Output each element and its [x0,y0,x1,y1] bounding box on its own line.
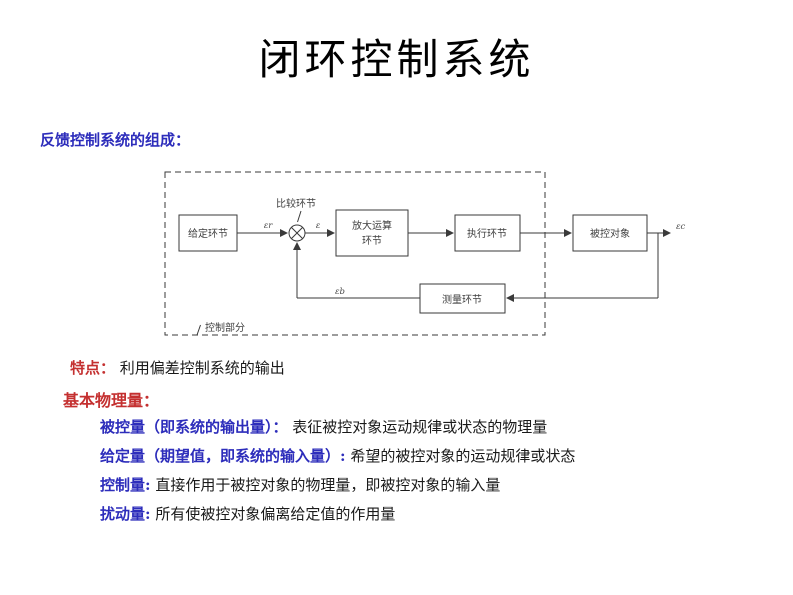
error-signal-label: ε [316,221,321,231]
feedback-control-block-diagram: 给定环节 比较环节 放大运算 环节 执行环节 被控对象 测量环节 控制部分 εr… [164,171,686,336]
quantity-item-disturbance: 扰动量: 所有使被控对象偏离给定值的作用量 [100,504,575,525]
diagram-blocks [178,209,648,314]
feedback-signal-label: εb [335,287,345,297]
control-part-dashed-boundary [164,171,546,336]
feature-text: 利用偏差控制系统的输出 [119,359,285,377]
control-part-label: 控制部分 [205,321,245,334]
quantity-desc: 希望的被控对象的运动规律或状态 [350,447,576,465]
quantity-term: 被控量（即系统的输出量）： [100,418,288,436]
feature-line: 特点： 利用偏差控制系统的输出 [70,357,285,378]
quantity-term: 给定量（期望值，即系统的输入量）: [100,447,346,465]
actuator-element-label: 执行环节 [467,227,507,240]
quantity-term: 控制量: [100,476,151,494]
section-heading: 反馈控制系统的组成： [40,131,191,149]
quantities-list: 被控量（即系统的输出量）： 表征被控对象运动规律或状态的物理量 给定量（期望值，… [100,417,575,533]
page-title: 闭环控制系统 [258,35,535,84]
quantity-item-control: 控制量: 直接作用于被控对象的物理量，即被控对象的输入量 [100,475,575,496]
actuator-element-box [454,214,521,252]
output-signal-label: εc [676,222,686,232]
amplify-element-label-line1: 放大运算 [352,219,392,232]
diagram-connectors [196,210,671,336]
quantity-desc: 所有使被控对象偏离给定值的作用量 [155,505,396,523]
quantity-term: 扰动量: [100,505,151,523]
given-element-label: 给定环节 [188,227,228,240]
quantity-desc: 直接作用于被控对象的物理量，即被控对象的输入量 [155,476,501,494]
quantity-desc: 表征被控对象运动规律或状态的物理量 [292,418,548,436]
input-signal-label: εr [264,221,274,231]
measure-element-label: 测量环节 [442,293,482,306]
amplify-element-box [335,209,409,257]
quantity-item-given: 给定量（期望值，即系统的输入量）: 希望的被控对象的运动规律或状态 [100,446,575,467]
plant-box [572,214,648,252]
plant-label: 被控对象 [590,227,630,240]
given-element-box [178,214,238,252]
summing-junction [288,224,306,242]
measure-element-box [419,283,506,314]
quantities-heading: 基本物理量： [63,391,160,410]
comparison-element-label: 比较环节 [276,197,316,210]
amplify-element-label-line2: 环节 [362,235,382,247]
feature-label: 特点： [70,359,116,377]
quantity-item-controlled: 被控量（即系统的输出量）： 表征被控对象运动规律或状态的物理量 [100,417,575,438]
